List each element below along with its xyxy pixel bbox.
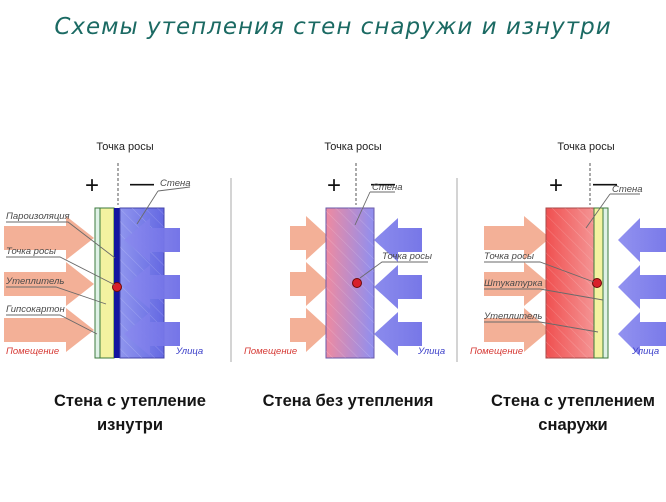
minus-sign: — — [130, 170, 154, 197]
cold-arrow — [374, 265, 422, 309]
leader-line — [6, 256, 116, 286]
street-label: Улица — [417, 346, 445, 357]
dew-point-heading: Точка росы — [557, 141, 614, 153]
dew-point-marker — [592, 278, 602, 288]
leader-line — [6, 286, 107, 305]
panel-no-insulation: Точка росы + — Стена Точка росы Помещени… — [244, 141, 445, 359]
cold-arrow — [618, 265, 666, 309]
leader-line — [484, 321, 599, 333]
cold-arrow — [618, 218, 666, 262]
caption-outside-insulation: Стена с утеплением снаружи — [468, 389, 666, 437]
room-label: Помещение — [6, 346, 59, 357]
dew-point-label: Точка росы — [484, 251, 534, 262]
dew-point-marker — [352, 278, 362, 288]
caption-line: изнутри — [97, 416, 163, 434]
vapor-barrier-label: Пароизоляция — [6, 211, 70, 222]
cold-arrow — [374, 218, 422, 262]
plaster-label: Штукатурка — [484, 278, 542, 289]
leader-line — [585, 193, 611, 229]
wall-label: Стена — [612, 184, 643, 195]
plus-sign: + — [549, 172, 563, 199]
dew-point-label: Точка росы — [382, 251, 432, 262]
warm-arrow — [484, 308, 550, 352]
dew-point-label: Точка росы — [6, 246, 56, 257]
insulation-label: Утеплитель — [5, 276, 64, 287]
leader-line — [484, 261, 595, 283]
warm-arrow — [290, 262, 330, 306]
plus-sign: + — [327, 172, 341, 199]
caption-line: Стена без утепления — [262, 392, 434, 410]
cold-arrow — [374, 312, 422, 356]
warm-arrow — [290, 308, 330, 352]
caption-line: снаружи — [538, 416, 608, 434]
room-label: Помещение — [244, 346, 297, 357]
street-label: Улица — [175, 346, 203, 357]
warm-arrow — [4, 262, 94, 306]
cold-arrow — [124, 265, 180, 309]
warm-arrow — [4, 216, 94, 260]
cold-arrow — [124, 312, 180, 356]
drywall-layer — [94, 207, 101, 359]
warm-arrow — [484, 262, 550, 306]
leader-line — [6, 314, 98, 335]
diagram-title: Схемы утепления стен снаружи и изнутри — [54, 14, 612, 40]
cold-arrow — [618, 312, 666, 356]
plaster-layer — [602, 207, 609, 359]
street-label: Улица — [631, 346, 659, 357]
caption-line: Стена с утепление — [54, 392, 206, 410]
wall-label: Стена — [372, 182, 403, 193]
panel-outside-insulation: Точка росы + — Стена Точка росы Штукатур… — [470, 141, 666, 359]
dew-point-heading: Точка росы — [324, 141, 381, 153]
leader-line — [354, 191, 371, 226]
wall-label: Стена — [160, 178, 191, 189]
leader-line — [136, 190, 159, 225]
leader-line — [359, 261, 428, 279]
cold-arrow — [124, 218, 180, 262]
caption-inside-insulation: Стена с утепление изнутри — [30, 389, 230, 437]
leader-line — [484, 288, 604, 301]
insulation-label: Утеплитель — [483, 311, 542, 322]
dew-point-marker — [112, 282, 122, 292]
leader-line — [157, 186, 191, 192]
leader-line — [6, 221, 116, 259]
warm-arrow — [484, 216, 550, 260]
drywall-label: Гипсокартон — [6, 304, 65, 315]
wall-hatch — [546, 208, 594, 358]
warm-arrow — [290, 216, 330, 260]
caption-line: Стена с утеплением — [491, 392, 655, 410]
plus-sign: + — [85, 172, 99, 199]
dew-point-heading: Точка росы — [96, 141, 153, 153]
room-label: Помещение — [470, 346, 523, 357]
minus-sign: — — [371, 170, 395, 197]
panel-inside-insulation: Точка росы + — Стена Пароизоляция Точка … — [4, 141, 203, 359]
warm-arrow — [4, 308, 94, 352]
caption-no-insulation: Стена без утепления — [243, 389, 453, 413]
wall-hatch — [326, 208, 374, 358]
minus-sign: — — [593, 170, 617, 197]
